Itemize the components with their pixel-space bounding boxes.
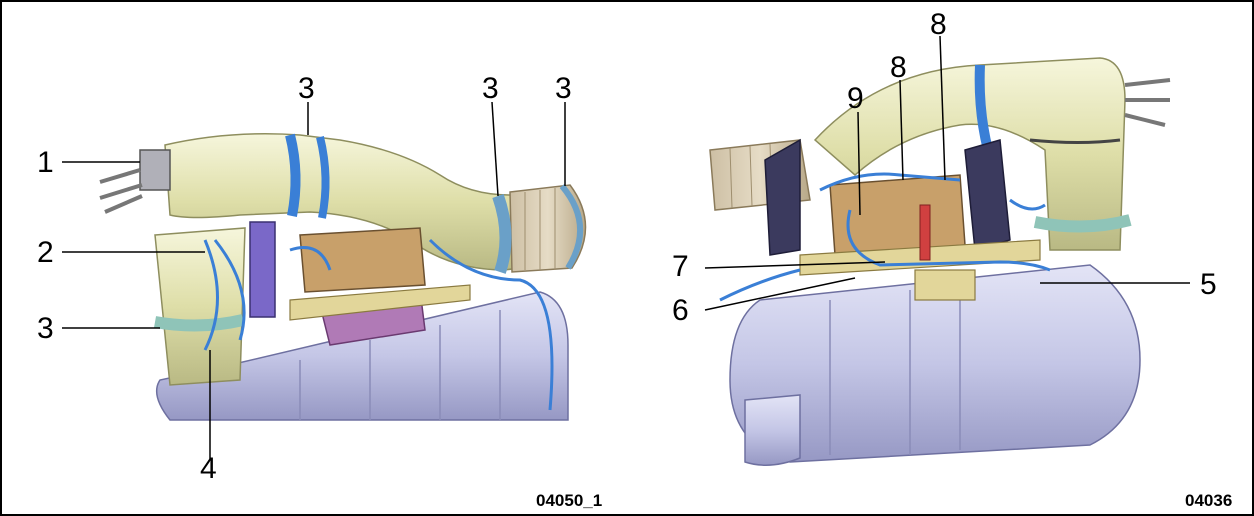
right-figure-code: 04036 (1185, 491, 1232, 510)
left-tank (155, 291, 569, 421)
right-upper-pipe (813, 57, 1126, 251)
right-clamp-b (974, 64, 993, 152)
label-7: 7 (672, 250, 689, 283)
left-sensor-cap (139, 149, 171, 191)
label-3-clamp-a: 3 (298, 72, 315, 105)
right-outlet (744, 394, 801, 466)
left-flex-mesh (509, 184, 587, 273)
label-3-clamp-b: 3 (482, 72, 499, 105)
label-4: 4 (200, 452, 217, 485)
label-2: 2 (37, 236, 54, 269)
label-3-left: 3 (37, 312, 54, 345)
right-dark-bracket-right (964, 139, 1011, 251)
label-1: 1 (37, 146, 54, 179)
label-6: 6 (672, 294, 689, 327)
right-tank (729, 264, 1141, 463)
left-bracket (299, 227, 426, 293)
right-sensor (1124, 78, 1171, 127)
left-clamp-c (492, 194, 512, 274)
label-5: 5 (1200, 268, 1217, 301)
left-assembly (62, 101, 587, 460)
left-clamp-d (559, 184, 584, 270)
label-3-clamp-c: 3 (555, 72, 572, 105)
left-hoses (203, 238, 554, 411)
right-clamp-a (1033, 214, 1132, 233)
label-8-lower: 8 (890, 51, 907, 84)
right-dark-bracket-left (764, 138, 801, 256)
right-assembly (704, 35, 1190, 466)
label-9: 9 (847, 82, 864, 115)
left-clamp-e (153, 314, 245, 332)
label-8-top: 8 (930, 8, 947, 41)
left-vertical-pipe (154, 227, 246, 386)
right-hoses (719, 172, 1051, 302)
left-figure-code: 04050_1 (536, 491, 602, 510)
left-clamp-a (285, 133, 301, 217)
left-sensor-block (249, 221, 276, 318)
left-clamp-b (316, 136, 330, 219)
